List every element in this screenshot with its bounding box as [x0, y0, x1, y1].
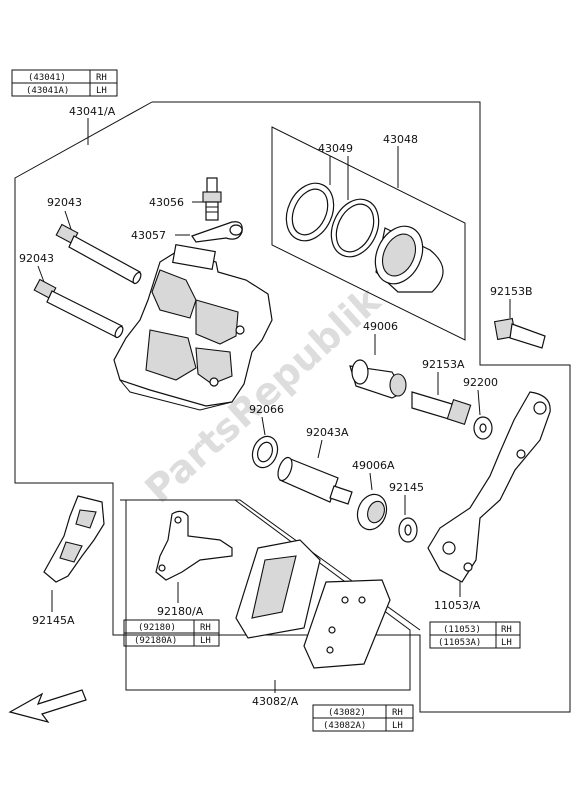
label-bleeder-cap: 43057	[131, 229, 166, 242]
label-piston-set: 43048	[383, 133, 418, 146]
label-brake-pads: 43082/A	[252, 695, 299, 708]
brake-pad-outer	[303, 579, 391, 669]
pads-code-table: (43082) RH (43082A) LH	[312, 704, 414, 732]
table-code: (43041A)	[26, 86, 69, 96]
direction-arrow-icon	[8, 689, 87, 724]
label-slide-pin-lower: 92043	[19, 252, 54, 265]
label-bracket: 11053/A	[434, 599, 481, 612]
piston-seals	[285, 182, 380, 258]
bolt-a	[411, 391, 472, 425]
table-side: LH	[96, 86, 107, 96]
brake-pad-inner	[235, 539, 321, 639]
bleeder-valve	[202, 177, 222, 221]
table-code: (11053A)	[438, 638, 481, 648]
label-seal: 92066	[249, 403, 284, 416]
table-side: LH	[501, 638, 512, 648]
slide-pin-a	[277, 456, 353, 505]
piston-set-box	[271, 126, 466, 341]
washer	[398, 517, 418, 543]
label-pad-spring: 92180/A	[157, 605, 204, 618]
washer-a	[473, 416, 493, 440]
mount-bolt	[493, 317, 546, 349]
slide-pin-upper	[55, 223, 142, 285]
pad-spring	[155, 510, 233, 581]
bracket	[427, 391, 551, 583]
label-piston-seals: 43049	[318, 142, 353, 155]
label-washer: 92145	[389, 481, 424, 494]
label-mount-bolt: 92153B	[490, 285, 533, 298]
label-slide-pin-upper: 92043	[47, 196, 82, 209]
table-code: (43082)	[328, 708, 366, 718]
label-boot: 49006	[363, 320, 398, 333]
table-side: RH	[501, 625, 512, 635]
table-code: (92180A)	[134, 636, 177, 646]
bracket-code-table: (11053) RH (11053A) LH	[429, 621, 521, 649]
label-washer-a: 92200	[463, 376, 498, 389]
table-side: RH	[96, 73, 107, 83]
label-caliper-assembly: 43041/A	[69, 105, 116, 118]
table-code: (43041)	[28, 73, 66, 83]
retaining-clip	[43, 495, 105, 583]
label-bolt-a: 92153A	[422, 358, 465, 371]
piston	[374, 225, 444, 293]
label-boot-a: 49006A	[352, 459, 395, 472]
table-code: (43082A)	[323, 721, 366, 731]
pad-spring-code-table: (92180) RH (92180A) LH	[123, 619, 220, 647]
caliper-assembly-outline	[14, 101, 571, 713]
boot	[349, 359, 407, 399]
label-retaining-clip: 92145A	[32, 614, 75, 627]
label-bleeder-valve: 43056	[149, 196, 184, 209]
boot-a	[356, 493, 388, 531]
caliper-code-table: (43041) RH (43041A) LH	[11, 69, 118, 97]
slide-pin-lower	[33, 278, 124, 339]
table-side: RH	[392, 708, 403, 718]
caliper-body	[113, 243, 273, 411]
table-side: RH	[200, 623, 211, 633]
seal	[251, 435, 279, 469]
table-code: (11053)	[443, 625, 481, 635]
bleeder-cap	[191, 221, 243, 243]
table-side: LH	[200, 636, 211, 646]
table-code: (92180)	[138, 623, 176, 633]
label-slide-pin-a: 92043A	[306, 426, 349, 439]
pads-box	[125, 499, 411, 691]
table-side: LH	[392, 721, 403, 731]
